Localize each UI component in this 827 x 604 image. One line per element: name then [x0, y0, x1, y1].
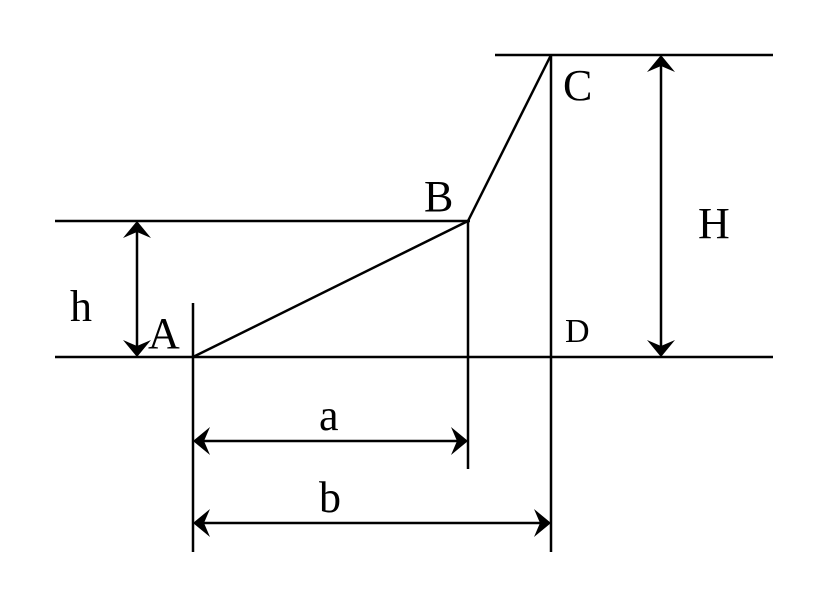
label-dimension-H: H [698, 199, 730, 248]
segment-ab [192, 219, 469, 359]
dimension-b-arrow-left [193, 509, 210, 537]
label-dimension-h: h [70, 282, 92, 331]
dimension-a-arrow-left [193, 427, 210, 455]
label-point-a: A [148, 309, 180, 358]
label-point-b: B [424, 172, 453, 221]
segment-bc [466, 54, 553, 222]
label-dimension-b: b [319, 473, 341, 522]
label-point-d: D [565, 313, 590, 350]
dimension-a-arrow-right [451, 427, 468, 455]
dimension-h-arrow-top [123, 221, 151, 238]
dimension-h-arrow-bottom [123, 340, 151, 357]
label-point-c: C [563, 61, 592, 110]
label-dimension-a: a [319, 391, 339, 440]
dimension-H-arrow-top [647, 55, 675, 72]
dimension-b-arrow-right [534, 509, 551, 537]
dimension-H-arrow-bottom [647, 340, 675, 357]
